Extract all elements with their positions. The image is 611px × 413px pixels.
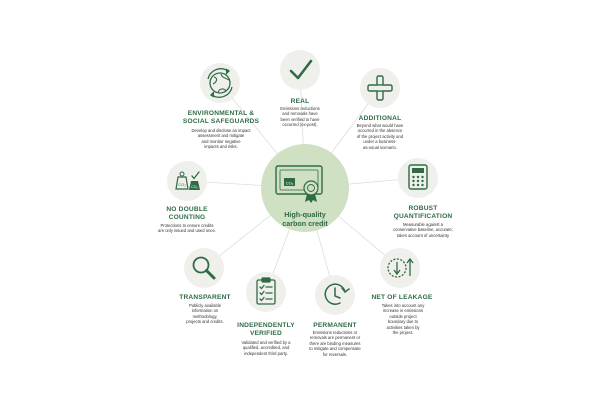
check-icon (289, 59, 313, 80)
additional-desc-line: of the project activity and (356, 133, 404, 139)
verified-circle (246, 272, 286, 312)
verified-title-line: VERIFIED (249, 329, 282, 337)
center-label: High-quality carbon credit (265, 210, 345, 228)
magnifier-icon (192, 256, 216, 280)
transparent-title: TRANSPARENT (179, 294, 231, 301)
verified-desc-line: Validated and verified by a (241, 340, 291, 345)
center-label-line2: carbon credit (282, 218, 328, 228)
plus-icon (367, 75, 393, 101)
leakage-desc-line: the project. (392, 330, 414, 336)
no-double-title-line: COUNTING (168, 213, 206, 221)
robust-title-line: QUANTIFICATION (393, 212, 453, 220)
permanent-desc-line: Emissions reductions or (312, 330, 358, 335)
robust-title-line: ROBUST (408, 205, 438, 212)
transparent-desc-line: projects and credits. (186, 319, 224, 325)
additional-desc-line: under a business- (363, 139, 397, 145)
env-circle (200, 63, 240, 103)
no-double-desc-line: are only issued and used once. (158, 228, 216, 234)
transparent-desc-line: methodology, (192, 313, 218, 319)
verified-desc-line: qualified, accredited, and (242, 345, 290, 351)
transparent-desc: Publicly available information on method… (175, 303, 235, 325)
robust-title: ROBUST QUANTIFICATION (383, 205, 463, 220)
leakage-desc-line: boundary due to (387, 319, 419, 325)
calculator-icon (408, 164, 428, 190)
additional-desc-line: occurred in the absence (357, 128, 403, 134)
env-title-line: SOCIAL SAFEGUARDS (182, 117, 260, 125)
money-seal-icon: CO₂ (275, 165, 323, 203)
env-desc-line: impacts and risks. (204, 144, 238, 150)
transparent-desc-line: information on (191, 308, 219, 314)
permanent-desc-line: there are binding measures (309, 340, 361, 346)
robust-desc: Measurable against a conservative baseli… (373, 222, 473, 238)
leakage-desc: Takes into account any increase in emiss… (365, 303, 441, 336)
svg-text:CO₂: CO₂ (178, 182, 186, 187)
additional-title: ADDITIONAL (358, 115, 402, 122)
real-desc: Emissions reductions and removals have b… (266, 106, 334, 128)
permanent-desc: Emissions reductions or removals are per… (293, 330, 377, 357)
earth-recycle-icon (207, 68, 233, 98)
clipboard-icon (256, 277, 276, 305)
permanent-title: PERMANENT (313, 322, 357, 329)
additional-desc: Beyond what would have occurred in the a… (339, 123, 421, 150)
no-double-title-line: NO DOUBLE (166, 206, 208, 213)
leakage-circle (380, 248, 420, 288)
verified-desc-line: independent third party. (244, 350, 288, 356)
permanent-desc-line: for reversals. (322, 351, 348, 357)
no-double-desc-line: Protections to ensure credits (160, 223, 214, 228)
robust-desc-line: conservative baseline, accurate; (393, 227, 453, 233)
transparent-circle (184, 248, 224, 288)
additional-desc-line: as-usual scenario. (363, 144, 397, 150)
no-double-title: NO DOUBLE COUNTING (157, 206, 217, 221)
verified-desc: Validated and verified by a qualified, a… (224, 340, 308, 356)
additional-desc-line: Beyond what would have (356, 123, 404, 128)
leakage-desc-line: activities taken by (386, 324, 420, 330)
robust-desc-line: Measurable against a (402, 222, 444, 227)
env-title-line: ENVIRONMENTAL & (187, 110, 255, 117)
permanent-desc-line: to mitigate and compensate (309, 346, 361, 352)
no-double-desc: Protections to ensure credits are only i… (143, 223, 231, 234)
real-circle (280, 50, 320, 90)
leakage-desc-line: increase in emissions (382, 308, 424, 314)
arrows-icon (387, 257, 414, 278)
real-desc-line: and removals have (282, 111, 318, 117)
verified-title-line: INDEPENDENTLY (237, 322, 295, 329)
leakage-desc-line: Takes into account any (381, 303, 425, 308)
env-desc-line: Develop and disclose an impact (191, 128, 251, 133)
leakage-desc-line: outside project (389, 313, 417, 319)
center-label-line1: High-quality (284, 210, 326, 219)
leakage-title: NET OF LEAKAGE (371, 294, 433, 301)
env-desc-line: and monitor negative (201, 138, 241, 144)
env-title: ENVIRONMENTAL & SOCIAL SAFEGUARDS (176, 110, 266, 125)
env-desc-line: assessment and mitigate (197, 133, 245, 139)
svg-text:CO₂: CO₂ (191, 185, 198, 189)
clock-icon (324, 283, 350, 305)
permanent-desc-line: removals are permanent or (309, 335, 361, 341)
real-title: REAL (290, 98, 310, 105)
env-desc: Develop and disclose an impact assessmen… (178, 128, 264, 150)
robust-desc-line: takes account of uncertainty (396, 232, 450, 238)
co2-weights-icon: CO₂ CO₂ (175, 171, 200, 190)
verified-title: INDEPENDENTLY VERIFIED (226, 322, 306, 337)
real-desc-line: been verified to have (280, 116, 320, 122)
svg-text:CO₂: CO₂ (286, 181, 294, 186)
transparent-desc-line: Publicly available (188, 303, 222, 308)
real-desc-line: occurred (ex-post). (282, 122, 318, 128)
real-desc-line: Emissions reductions (280, 106, 320, 111)
